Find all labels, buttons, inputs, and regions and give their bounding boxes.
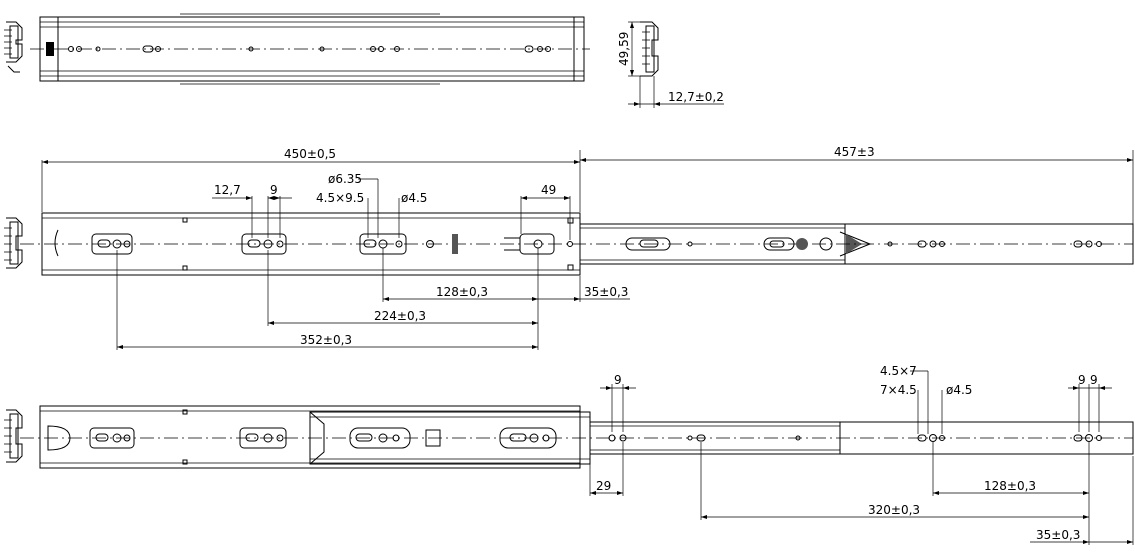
hole-group-bottom-3 — [349, 427, 557, 449]
closed-view: 450±0,5 457±3 — [4, 145, 1134, 350]
inner-holes-middle — [625, 237, 1102, 251]
hole-group-2 — [241, 233, 287, 255]
end-profile-top-left — [4, 21, 23, 73]
dim-29-label: 29 — [596, 479, 611, 493]
extended-view: 9 4.5×7 7×4.5 ø4.5 9 9 29 128±0,3 320± — [4, 364, 1134, 545]
dia-4-5-bottom-label: ø4.5 — [946, 383, 972, 397]
spacing-128-bottom-label: 128±0,3 — [984, 479, 1036, 493]
dia-6-35-label: ø6.35 — [328, 172, 362, 186]
dim-9-left: 9 — [614, 373, 622, 387]
dim-9-9-a: 9 — [1078, 373, 1086, 387]
height-dim-label: 49,59 — [617, 32, 631, 66]
hole-row-top — [68, 45, 551, 53]
spacing-224-label: 224±0,3 — [374, 309, 426, 323]
side-profile: 49,59 12,7±0,2 — [617, 21, 724, 108]
slot-dim-12-7: 12,7 — [214, 183, 241, 197]
dia-4-5-label: ø4.5 — [401, 191, 427, 205]
spacing-352-label: 352±0,3 — [300, 333, 352, 347]
hole-group-1 — [91, 233, 133, 255]
spacing-320-label: 320±0,3 — [868, 503, 920, 517]
hole-group-bottom-1 — [89, 427, 135, 449]
slot-4-5x9-5-label: 4.5×9.5 — [316, 191, 364, 205]
end-offset-35-label: 35±0,3 — [584, 285, 628, 299]
end-dim-49: 49 — [541, 183, 556, 197]
slot-dim-9: 9 — [270, 183, 278, 197]
inner-holes-bottom — [608, 434, 1102, 442]
end-offset-35-bottom-label: 35±0,3 — [1036, 528, 1080, 542]
spacing-128-label: 128±0,3 — [436, 285, 488, 299]
hole-group-bottom-2 — [239, 427, 287, 449]
top-view — [4, 13, 590, 85]
end-profile-middle — [4, 217, 23, 269]
length-dim-label: 450±0,5 — [284, 147, 336, 161]
slot-7x4-5-label: 7×4.5 — [880, 383, 917, 397]
dim-9-9-b: 9 — [1090, 373, 1098, 387]
extension-dim-label: 457±3 — [834, 145, 875, 159]
end-profile-bottom — [4, 409, 23, 463]
slot-4-5x7-label: 4.5×7 — [880, 364, 917, 378]
thickness-dim-label: 12,7±0,2 — [668, 90, 724, 104]
